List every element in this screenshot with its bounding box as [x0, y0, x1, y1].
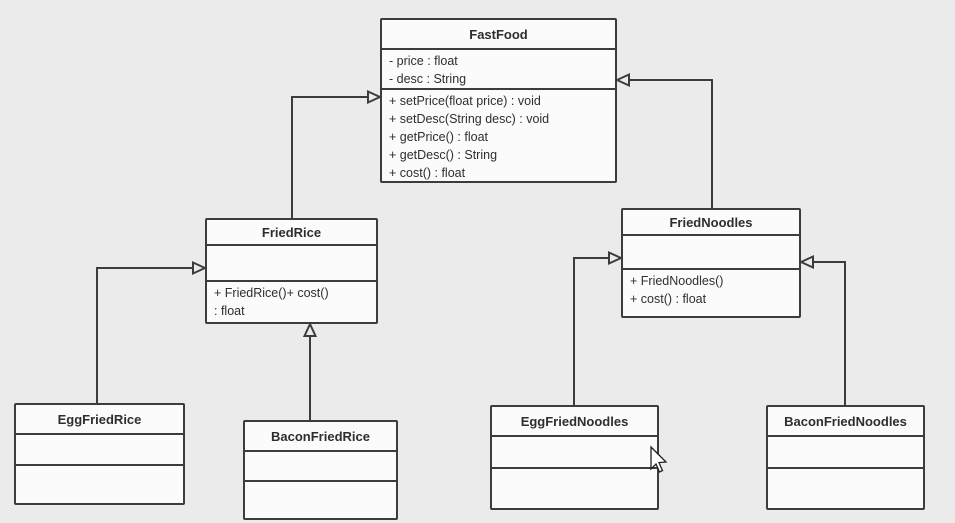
inheritance-arrowhead: [608, 250, 624, 266]
class-name: FriedRice: [207, 220, 376, 246]
methods-section: [16, 466, 183, 503]
method: + getPrice() : float: [389, 130, 488, 144]
class-name: BaconFriedNoodles: [768, 407, 923, 437]
attributes-section: [207, 246, 376, 282]
class-baconfriednoodles[interactable]: BaconFriedNoodles: [766, 405, 925, 510]
arrow-eggfriedrice-to-friedrice: [96, 267, 194, 403]
class-name: BaconFriedRice: [245, 422, 396, 452]
class-name: FriedNoodles: [623, 210, 799, 236]
attributes-section: [16, 435, 183, 466]
arrow-baconfriednoodles-to-friednoodles: [812, 261, 846, 405]
method: : float: [214, 304, 245, 318]
attributes-section: [245, 452, 396, 482]
method: + getDesc() : String: [389, 148, 498, 162]
methods-section: + FriedNoodles() + cost() : float: [623, 270, 799, 316]
method: + FriedNoodles(): [630, 274, 724, 288]
method: + FriedRice()+ cost(): [214, 286, 329, 300]
class-baconfriedrice[interactable]: BaconFriedRice: [243, 420, 398, 520]
class-eggfriedrice[interactable]: EggFriedRice: [14, 403, 185, 505]
class-friednoodles[interactable]: FriedNoodles + FriedNoodles() + cost() :…: [621, 208, 801, 318]
method: + cost() : float: [389, 166, 466, 180]
class-name: FastFood: [382, 20, 615, 50]
class-name: EggFriedRice: [16, 405, 183, 435]
methods-section: [768, 469, 923, 508]
inheritance-arrowhead: [192, 260, 208, 276]
attributes-section: - price : float - desc : String: [382, 50, 615, 90]
attributes-section: [623, 236, 799, 270]
inheritance-arrowhead: [367, 89, 383, 105]
inheritance-arrowhead: [302, 321, 318, 337]
arrow-eggfriednoodles-to-friednoodles: [573, 257, 610, 405]
class-name: EggFriedNoodles: [492, 407, 657, 437]
attribute: - price : float: [389, 54, 458, 68]
inheritance-arrowhead: [798, 254, 814, 270]
methods-section: + FriedRice()+ cost() : float: [207, 282, 376, 322]
inheritance-arrowhead: [614, 72, 630, 88]
methods-section: + setPrice(float price) : void + setDesc…: [382, 90, 615, 181]
class-friedrice[interactable]: FriedRice + FriedRice()+ cost() : float: [205, 218, 378, 324]
method: + setPrice(float price) : void: [389, 94, 541, 108]
attributes-section: [492, 437, 657, 469]
class-eggfriednoodles[interactable]: EggFriedNoodles: [490, 405, 659, 510]
methods-section: [492, 469, 657, 508]
method: + setDesc(String desc) : void: [389, 112, 550, 126]
arrow-friednoodles-to-fastfood: [629, 79, 713, 208]
arrow-friedrice-to-fastfood: [291, 96, 369, 218]
method: + cost() : float: [630, 292, 707, 306]
class-fastfood[interactable]: FastFood - price : float - desc : String…: [380, 18, 617, 183]
methods-section: [245, 482, 396, 518]
attributes-section: [768, 437, 923, 469]
attribute: - desc : String: [389, 72, 467, 86]
